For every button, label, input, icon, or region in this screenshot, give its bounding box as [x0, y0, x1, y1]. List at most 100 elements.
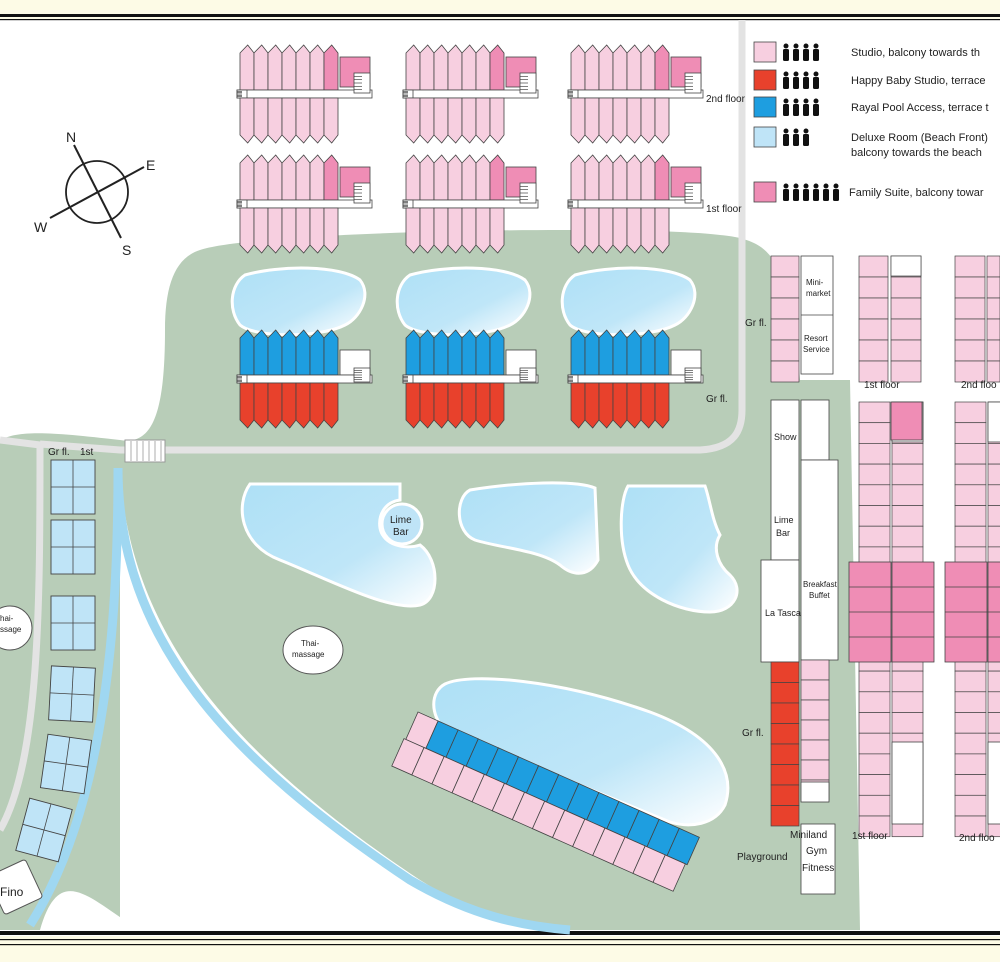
studio-block-5-upper-unit — [461, 154, 477, 201]
pool-block-3-corridor — [567, 374, 704, 384]
strip-c2-cell — [986, 339, 1000, 362]
studio-block-1-upper-unit — [253, 44, 269, 91]
person-icon — [793, 71, 799, 77]
person-icon — [783, 71, 789, 77]
person-icon — [783, 104, 789, 116]
right-block-1-col1-cell — [858, 525, 891, 548]
stair-box-mid — [800, 781, 830, 803]
label-thai-left-a: hai- — [0, 614, 14, 623]
strip-c1-cell — [954, 339, 986, 362]
pool-block-2-lower-unit — [475, 382, 491, 429]
baby-strip-cell — [770, 764, 800, 786]
pool-block-1-upper-unit — [309, 329, 325, 376]
pool-block-3-upper-unit — [626, 329, 642, 376]
pool-block-1-upper-unit — [295, 329, 311, 376]
person-icon — [783, 128, 789, 134]
studio-block-5-lower-unit — [447, 207, 463, 254]
right-block-1-col1-cell — [858, 732, 891, 755]
pool-block-3-upper-unit — [640, 329, 656, 376]
studio-block-3-lower-unit — [584, 97, 600, 144]
pool-block-2-upper-unit — [419, 329, 435, 376]
right-block-1-col1-cell — [858, 505, 891, 527]
person-icon — [793, 189, 799, 201]
studio-block-5-upper-unit — [489, 154, 505, 201]
lime-bar-pool — [380, 502, 424, 546]
studio-block-2-lower-unit — [433, 97, 449, 144]
label-gr-fl-right2: Gr fl. — [742, 728, 764, 739]
pool-block-2-lower-unit — [419, 382, 435, 429]
studio-block-4-upper-unit — [239, 154, 255, 201]
pool-block-2-upper-unit — [489, 329, 505, 376]
studio-block-5-upper-unit — [447, 154, 463, 201]
label-1st-floor-bottom: 1st floor — [852, 831, 888, 842]
studio-block-5-upper-unit — [475, 154, 491, 201]
baby-strip-cell — [770, 805, 800, 827]
legend-swatch — [753, 181, 777, 203]
strip-b2-cell — [890, 339, 922, 362]
pool-block-1-lower-unit — [239, 382, 255, 429]
right-block-1-col1-cell — [858, 443, 891, 465]
deluxe-cottage-3 — [50, 595, 96, 651]
studio-block-5-corridor — [402, 199, 539, 209]
thai-massage-hut — [282, 625, 344, 675]
studio-block-5-upper-unit — [419, 154, 435, 201]
strip-b2-cell — [890, 318, 922, 341]
studio-block-5-lower-unit — [489, 207, 505, 254]
pool-block-3-upper-unit — [584, 329, 600, 376]
right-block-1-col1-cell — [858, 691, 891, 713]
deluxe-cottage-5 — [39, 733, 93, 795]
right-block-1-col1-cell — [858, 422, 891, 444]
studio-block-3-upper-unit — [626, 44, 642, 91]
right-block-2-col1-cell — [954, 484, 987, 506]
right-block-1-col1-cell — [858, 670, 891, 693]
upper-pools — [230, 266, 697, 337]
right-block-1-col2-cell — [891, 670, 924, 693]
person-icon — [823, 183, 829, 189]
studio-block-3-corridor — [567, 89, 704, 99]
person-icon — [803, 71, 809, 77]
canal-left — [26, 467, 123, 928]
gym-box — [800, 823, 836, 895]
strip-a1-cell — [770, 297, 800, 320]
pool-block-3-lower-unit — [640, 382, 656, 429]
right-block-2-col1-cell — [954, 815, 987, 838]
pool-block-1-lower-unit — [295, 382, 311, 429]
strip-c1-cell — [954, 297, 986, 320]
baby-strip-cell — [770, 702, 800, 724]
top-border — [0, 14, 1000, 21]
pool-block-3-lower-unit — [570, 382, 586, 429]
pool-block-3-lower-unit — [626, 382, 642, 429]
label-thai-a: Thai- — [301, 639, 320, 648]
studio-block-2-lower-unit — [475, 97, 491, 144]
studio-block-6-upper-unit — [640, 154, 656, 201]
studio-block-3-upper-unit — [612, 44, 628, 91]
right-block-2-col2-cell — [987, 505, 1000, 527]
pool-block-3-upper-unit — [598, 329, 614, 376]
person-icon — [783, 49, 789, 61]
person-icon — [813, 183, 819, 189]
compass-s: S — [122, 242, 131, 258]
label-resort-b: Service — [803, 345, 830, 354]
right-block-2-col2-cell — [987, 443, 1000, 465]
label-fino: Fino — [0, 885, 24, 899]
beach-area — [120, 470, 560, 930]
studio-block-6-upper-unit — [626, 154, 642, 201]
pool-block-1-upper-unit — [239, 329, 255, 376]
label-1st-floor-top: 1st floor — [864, 380, 900, 391]
studio-block-3-lower-unit — [640, 97, 656, 144]
label-playground: Playground — [737, 852, 788, 863]
right-block-2-col1-cell — [954, 401, 987, 424]
studio-block-4-upper-unit — [309, 154, 325, 201]
diagonal-block — [391, 711, 700, 892]
baby-strip-cell — [770, 723, 800, 745]
person-icon — [813, 104, 819, 116]
strip-b1-cell — [858, 255, 889, 278]
right-block-1-col2-cell — [891, 691, 924, 713]
person-icon — [813, 71, 819, 77]
studio-block-5-lower-unit — [461, 207, 477, 254]
pool-block-2-lower-unit — [405, 382, 421, 429]
baby-strip-cell — [770, 784, 800, 806]
person-icon — [793, 134, 799, 146]
strip-b1-cell — [858, 318, 889, 341]
right-block-1-col1-cell — [858, 401, 891, 424]
